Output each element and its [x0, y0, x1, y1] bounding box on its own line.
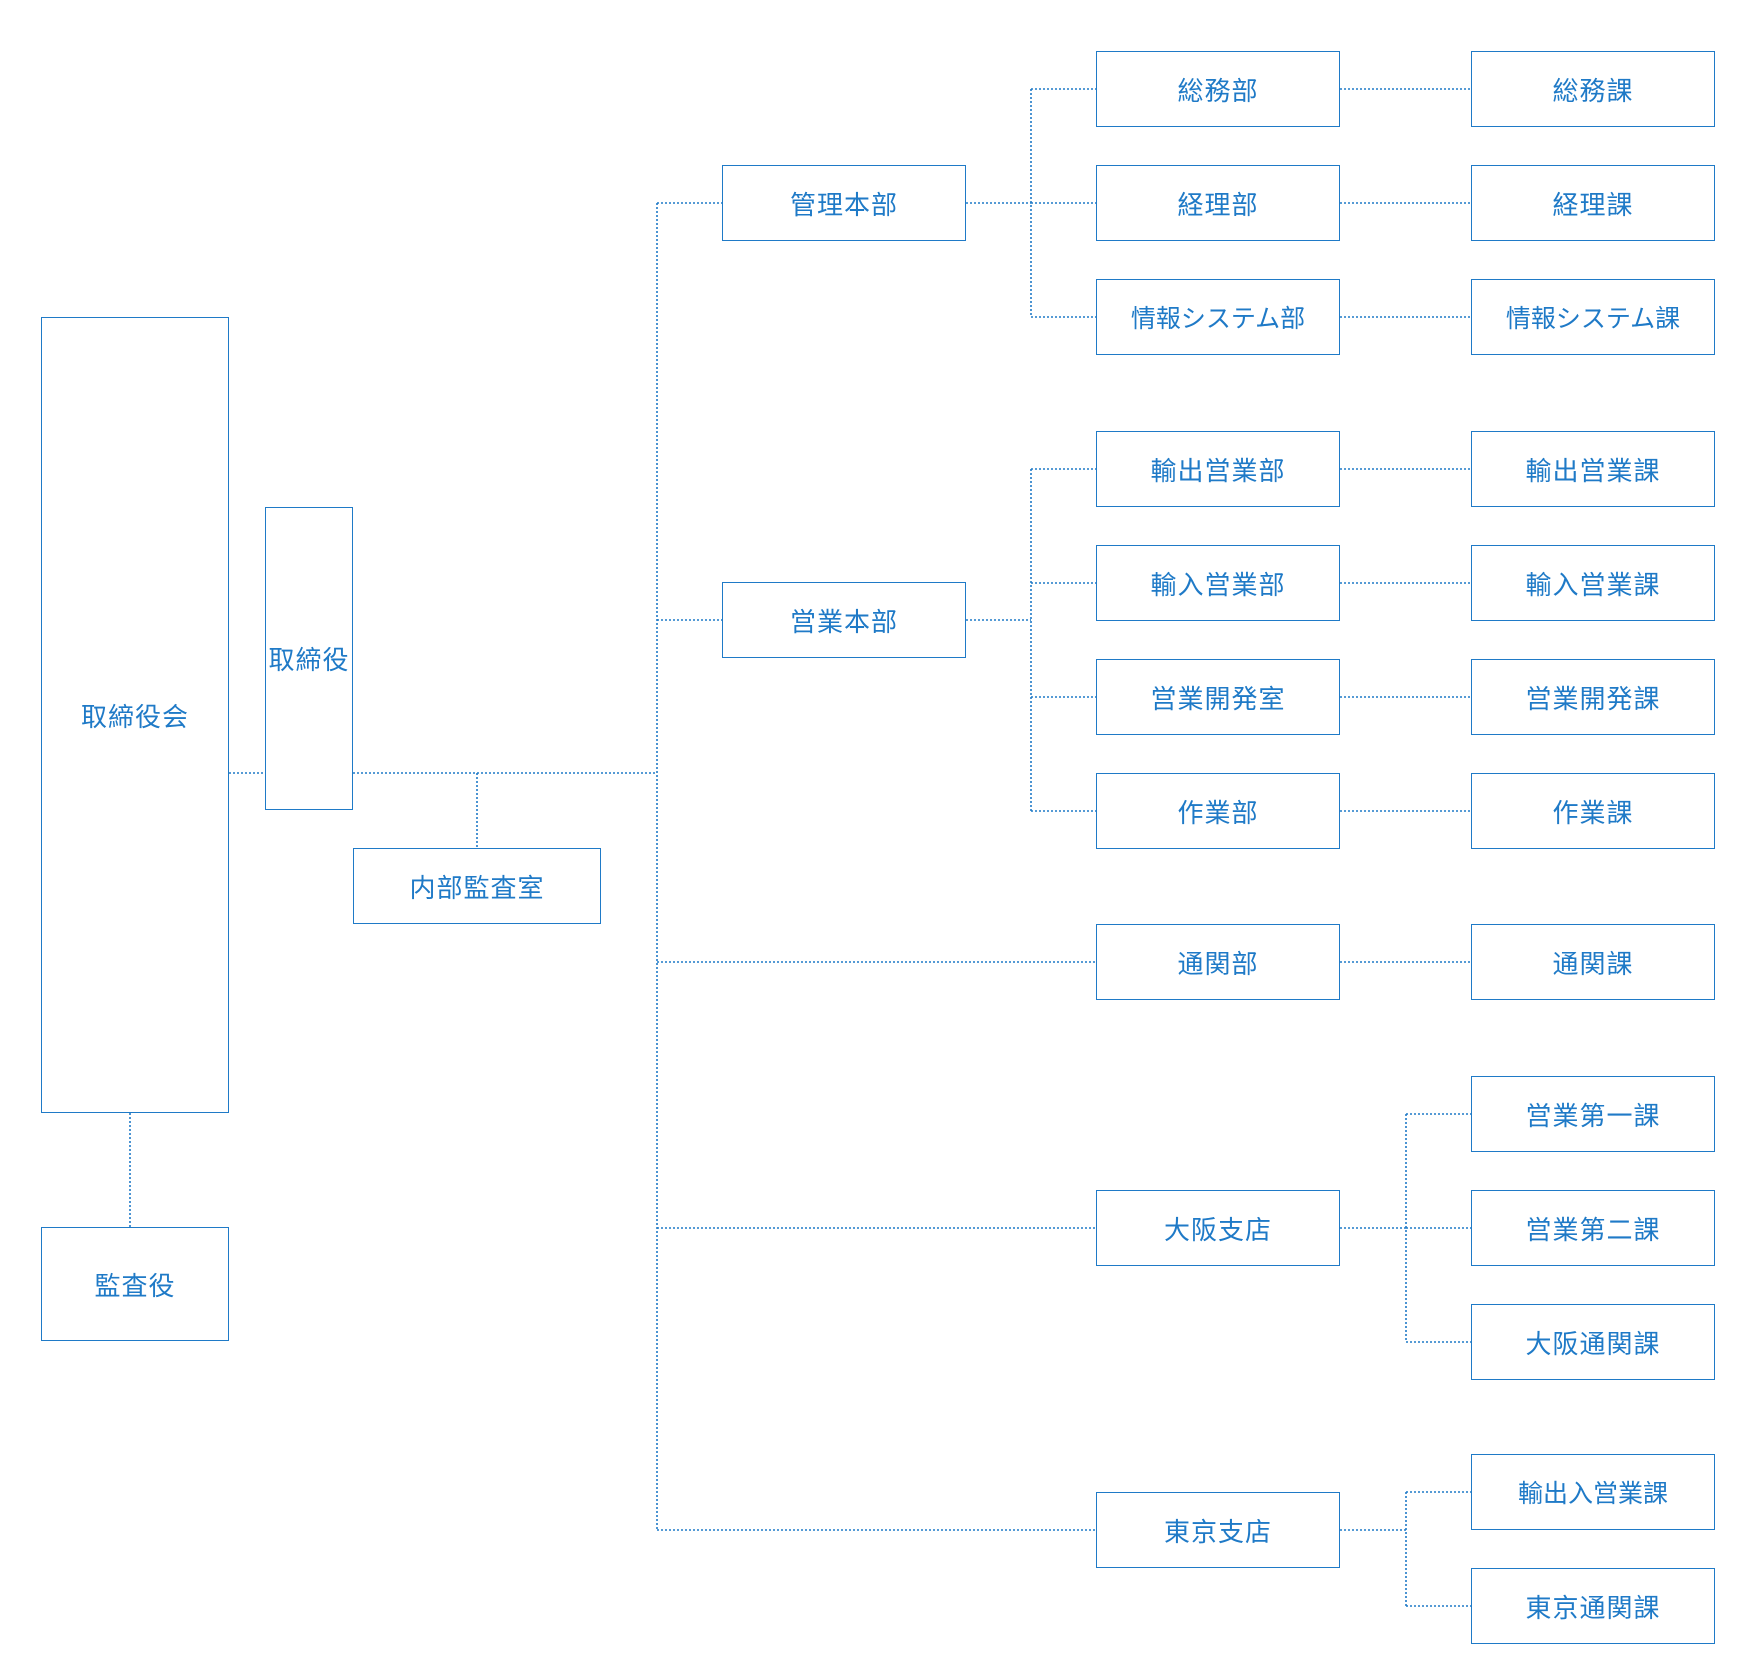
- node-osaka-customs: 大阪通関課: [1471, 1304, 1715, 1380]
- node-board: 取締役会: [41, 317, 229, 1113]
- node-tokyo-branch: 東京支店: [1096, 1492, 1340, 1568]
- node-customs-dept: 通関部: [1096, 924, 1340, 1000]
- node-export-sales-dept: 輸出営業部: [1096, 431, 1340, 507]
- node-director: 取締役: [265, 507, 353, 810]
- node-osaka-sales2: 営業第二課: [1471, 1190, 1715, 1266]
- node-general-affairs-sect: 総務課: [1471, 51, 1715, 127]
- node-auditor: 監査役: [41, 1227, 229, 1341]
- node-sales-dev-sect: 営業開発課: [1471, 659, 1715, 735]
- node-internal-audit: 内部監査室: [353, 848, 601, 924]
- node-osaka-branch: 大阪支店: [1096, 1190, 1340, 1266]
- node-import-sales-sect: 輸入営業課: [1471, 545, 1715, 621]
- node-tokyo-export-import: 輸出入営業課: [1471, 1454, 1715, 1530]
- node-customs-sect: 通関課: [1471, 924, 1715, 1000]
- node-sales-hq: 営業本部: [722, 582, 966, 658]
- node-sales-dev-office: 営業開発室: [1096, 659, 1340, 735]
- node-is-sect: 情報システム課: [1471, 279, 1715, 355]
- node-admin-hq: 管理本部: [722, 165, 966, 241]
- node-tokyo-customs: 東京通関課: [1471, 1568, 1715, 1644]
- node-export-sales-sect: 輸出営業課: [1471, 431, 1715, 507]
- node-osaka-sales1: 営業第一課: [1471, 1076, 1715, 1152]
- node-accounting-sect: 経理課: [1471, 165, 1715, 241]
- node-operations-dept: 作業部: [1096, 773, 1340, 849]
- node-operations-sect: 作業課: [1471, 773, 1715, 849]
- node-is-dept: 情報システム部: [1096, 279, 1340, 355]
- node-accounting-dept: 経理部: [1096, 165, 1340, 241]
- node-general-affairs-dept: 総務部: [1096, 51, 1340, 127]
- node-import-sales-dept: 輸入営業部: [1096, 545, 1340, 621]
